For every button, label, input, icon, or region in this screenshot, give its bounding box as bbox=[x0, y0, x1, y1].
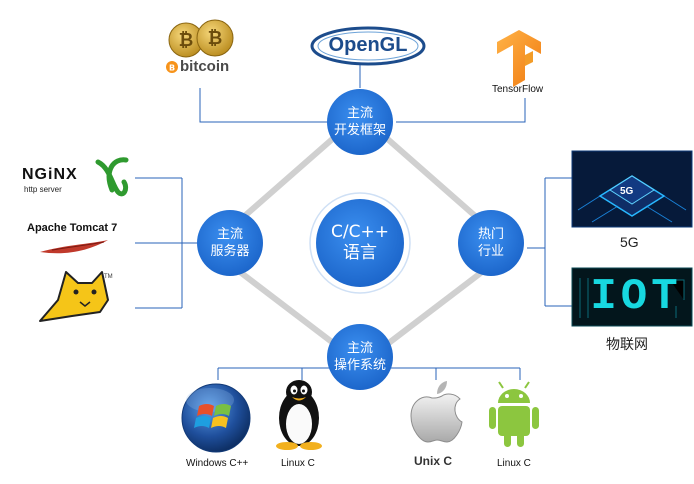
connector-right-bottom bbox=[374, 269, 485, 355]
node-industries-line1: 热门 bbox=[477, 227, 504, 242]
tomcat-label: Apache Tomcat 7 bbox=[27, 222, 118, 234]
5g-tile-text: 5G bbox=[620, 186, 634, 197]
5g-label: 5G bbox=[620, 234, 639, 250]
node-industries-label: 热门 行业 bbox=[456, 226, 526, 260]
bitcoin-label: bitcoin bbox=[180, 58, 230, 75]
apple-icon bbox=[410, 381, 463, 443]
connector-top-right bbox=[372, 125, 485, 225]
bitcoin-icon: ₿ ₿ B bbox=[166, 19, 234, 73]
svg-text:B: B bbox=[169, 64, 175, 73]
center-label: C/C++ 语言 bbox=[320, 222, 400, 264]
node-os-label: 主流 操作系统 bbox=[325, 340, 395, 374]
tomcat-tm: TM bbox=[104, 274, 113, 280]
nginx-subtitle: http server bbox=[24, 185, 62, 194]
linux-label-1: Linux C bbox=[281, 458, 315, 469]
left-bracket bbox=[135, 177, 198, 309]
connector-top-left bbox=[237, 125, 348, 223]
node-industries-line2: 行业 bbox=[477, 244, 504, 259]
node-os-line1: 主流 bbox=[346, 341, 373, 356]
android-icon bbox=[489, 381, 539, 447]
5g-tile bbox=[571, 150, 693, 228]
iot-tile bbox=[571, 267, 693, 327]
iot-label: 物联网 bbox=[606, 337, 648, 353]
node-os bbox=[327, 324, 393, 390]
diamond-connectors bbox=[237, 125, 485, 355]
center-label-line1: C/C++ bbox=[331, 222, 389, 242]
node-servers-label: 主流 服务器 bbox=[195, 226, 265, 260]
opengl-label: OpenGL bbox=[328, 34, 408, 56]
tomcat-feather-icon bbox=[40, 240, 108, 254]
node-servers bbox=[197, 210, 263, 276]
connector-left-bottom bbox=[237, 269, 348, 355]
node-frameworks-label: 主流 开发框架 bbox=[325, 105, 395, 139]
tensorflow-label: TensorFlow bbox=[492, 84, 544, 95]
nginx-icon bbox=[95, 157, 129, 197]
iot-tile-text: IOT bbox=[590, 272, 682, 322]
center-node bbox=[309, 192, 411, 294]
svg-text:₿: ₿ bbox=[179, 30, 194, 51]
svg-text:₿: ₿ bbox=[208, 28, 223, 49]
nginx-label: NGiNX bbox=[22, 166, 78, 183]
center-label-line2: 语言 bbox=[343, 243, 377, 263]
node-servers-line2: 服务器 bbox=[210, 244, 250, 259]
node-servers-line1: 主流 bbox=[216, 227, 243, 242]
linux-penguin-icon bbox=[276, 380, 322, 450]
windows-label: Windows C++ bbox=[186, 458, 249, 469]
node-frameworks bbox=[327, 89, 393, 155]
opengl-icon bbox=[310, 26, 426, 66]
right-bracket bbox=[527, 177, 572, 307]
top-bracket bbox=[199, 64, 526, 123]
node-frameworks-line2: 开发框架 bbox=[333, 123, 386, 138]
node-industries bbox=[458, 210, 524, 276]
windows-icon bbox=[181, 383, 251, 453]
node-os-line2: 操作系统 bbox=[333, 358, 386, 373]
linux-label-2: Linux C bbox=[497, 458, 531, 469]
unix-label: Unix C bbox=[414, 454, 453, 468]
tensorflow-icon bbox=[497, 30, 541, 87]
tomcat-cat-icon bbox=[39, 271, 109, 322]
node-frameworks-line1: 主流 bbox=[346, 106, 373, 121]
